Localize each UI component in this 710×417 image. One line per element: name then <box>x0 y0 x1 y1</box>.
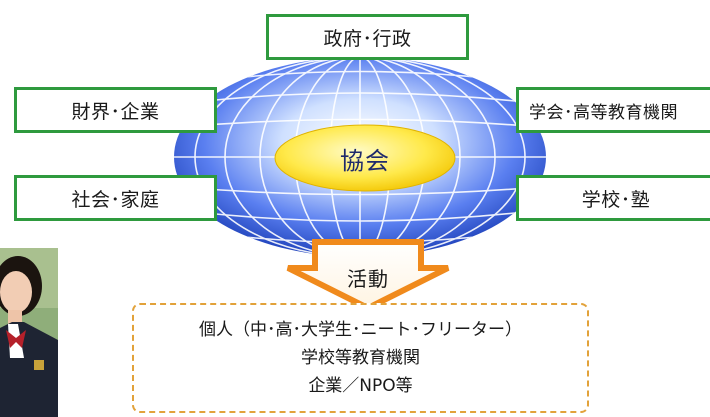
target-line-institutions: 学校等教育機関 <box>301 348 420 368</box>
stakeholder-society: 社会･家庭 <box>14 175 217 221</box>
center-ellipse <box>274 124 456 192</box>
stakeholder-government-label: 政府･行政 <box>323 27 412 50</box>
activity-label: 活動 <box>347 266 389 291</box>
stakeholder-business: 財界･企業 <box>14 87 217 133</box>
activity-arrow <box>286 239 450 312</box>
stakeholder-schools-label: 学校･塾 <box>581 188 651 211</box>
stakeholder-society-label: 社会･家庭 <box>71 188 160 211</box>
association-label: 協会 <box>340 146 390 175</box>
target-line-individuals: 個人（中･高･大学生･ニート･フリーター） <box>199 320 522 340</box>
student-photo <box>0 248 58 417</box>
stakeholder-government: 政府･行政 <box>266 14 469 60</box>
stakeholder-schools: 学校･塾 <box>516 175 710 221</box>
stakeholder-academia: 学会･高等教育機関 <box>516 87 710 133</box>
stakeholder-business-label: 財界･企業 <box>71 100 160 123</box>
target-box: 個人（中･高･大学生･ニート･フリーター） 学校等教育機関 企業／NPO等 <box>132 303 589 413</box>
stakeholder-academia-label: 学会･高等教育機関 <box>529 102 678 123</box>
target-line-companies: 企業／NPO等 <box>308 376 413 396</box>
